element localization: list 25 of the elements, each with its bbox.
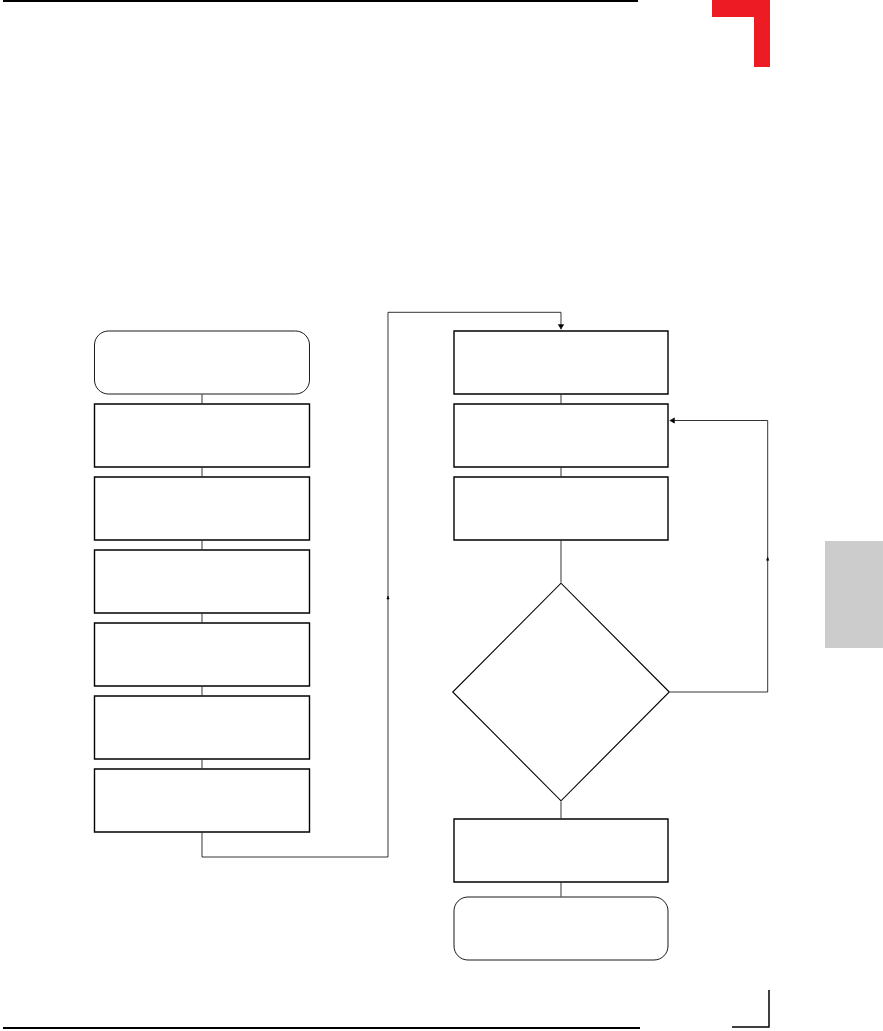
- connector-line: [560, 394, 562, 404]
- process-box: [453, 476, 669, 541]
- process-box: [453, 330, 669, 395]
- process-box: [93, 768, 311, 833]
- arrow: [669, 417, 770, 693]
- connector-line: [560, 882, 562, 897]
- connector-line: [560, 540, 562, 583]
- terminal-box: [453, 896, 669, 961]
- connector-line: [560, 801, 562, 819]
- connector-line: [201, 759, 203, 769]
- process-box: [93, 476, 311, 541]
- connector-line: [201, 394, 203, 404]
- process-box: [93, 622, 311, 687]
- connector-line: [560, 467, 562, 477]
- process-box: [93, 549, 311, 614]
- terminal-box: [94, 330, 310, 395]
- connector-line: [201, 467, 203, 477]
- connector-line: [201, 686, 203, 696]
- connector-line: [201, 540, 203, 550]
- process-box: [93, 695, 311, 760]
- process-box: [453, 818, 669, 883]
- process-box: [93, 403, 311, 468]
- process-box: [453, 403, 669, 468]
- connector-line: [201, 613, 203, 623]
- arrow: [201, 311, 564, 858]
